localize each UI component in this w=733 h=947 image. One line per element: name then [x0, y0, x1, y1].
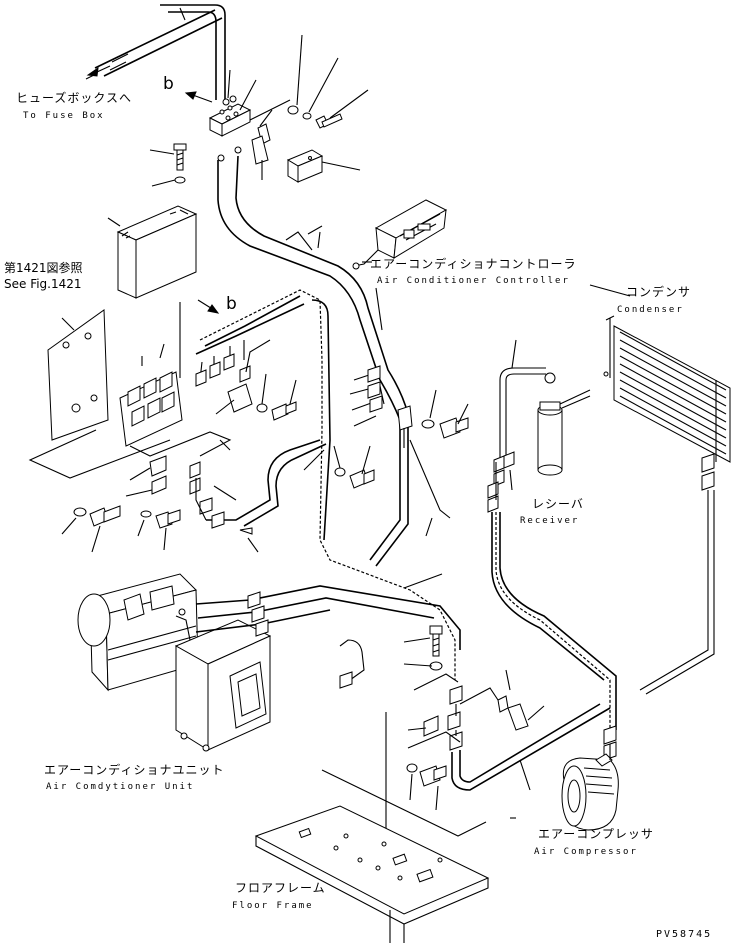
receiver — [487, 339, 591, 513]
control-box-left — [107, 205, 198, 299]
callout-b-top: b — [163, 74, 174, 94]
figure-ref-label-en: See Fig.1421 — [4, 277, 82, 291]
air-compressor — [561, 744, 619, 831]
relay-box-top — [227, 34, 369, 183]
figure-ref-label-jp: 第1421図参照 — [4, 261, 83, 275]
clamps-lower-left — [61, 455, 181, 553]
ac-unit — [77, 573, 461, 752]
compressor-label-en: Air Compressor — [534, 847, 638, 857]
ac-controller-unit — [352, 199, 448, 270]
receiver-label-en: Receiver — [520, 516, 580, 526]
main-harness — [189, 289, 456, 680]
callout-b-mid: b — [226, 294, 237, 314]
condenser-label-jp: コンデンサ — [626, 285, 692, 299]
arrows — [86, 65, 220, 314]
floor-fasteners — [385, 625, 461, 860]
compressor-label-jp: エアーコンプレッサ — [538, 827, 654, 841]
floor-frame-label-jp: フロアフレーム — [235, 881, 326, 895]
controller-label-en: Air Conditioner Controller — [377, 276, 570, 286]
leader-lines — [362, 261, 631, 819]
refrigerant-hose — [447, 512, 617, 791]
fuse-box-harness — [85, 4, 226, 100]
drawing-number: PV58745 — [656, 929, 713, 940]
connector-block-top — [208, 95, 271, 165]
controller-harness — [217, 155, 469, 567]
ac-unit-label-jp: エアーコンディショナユニット — [44, 763, 225, 777]
bolt-washer-left — [149, 143, 187, 187]
fuse-box-label-jp: ヒューズボックスへ — [16, 91, 133, 105]
floor-frame — [254, 769, 490, 943]
condenser — [603, 315, 731, 695]
receiver-label-jp: レシーバ — [532, 497, 584, 511]
bracket-panel — [28, 302, 232, 479]
floor-frame-label-en: Floor Frame — [232, 901, 314, 911]
ac-unit-label-en: Air Comdytioner Unit — [46, 782, 195, 792]
fuse-box-label-en: To Fuse Box — [23, 111, 105, 121]
controller-label-jp: エアーコンディショナコントローラ — [370, 257, 577, 271]
condenser-label-en: Condenser — [617, 305, 684, 315]
